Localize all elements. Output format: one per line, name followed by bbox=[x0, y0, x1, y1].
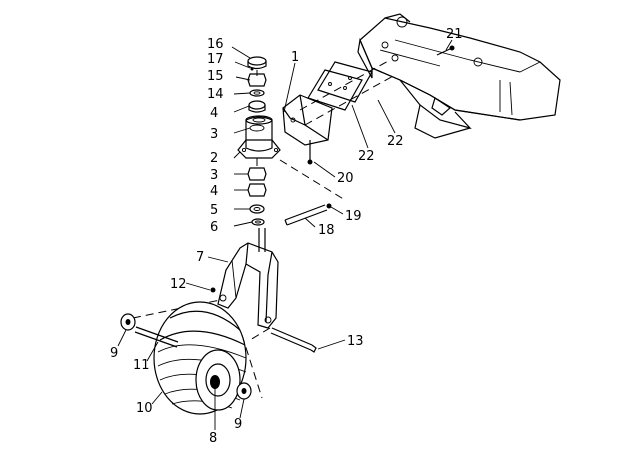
callout-12: 12 bbox=[170, 277, 187, 292]
callout-9-left: 9 bbox=[110, 346, 118, 361]
spacer-9-right bbox=[236, 382, 252, 400]
callout-11: 11 bbox=[133, 358, 150, 373]
caster-spindle-stack bbox=[234, 56, 281, 252]
spacer-9-left bbox=[120, 313, 136, 331]
spacer-plates bbox=[299, 59, 396, 126]
callout-21: 21 bbox=[446, 27, 463, 42]
mower-frame bbox=[357, 13, 561, 139]
callout-22-right: 22 bbox=[387, 134, 404, 149]
callout-9-right: 9 bbox=[234, 417, 242, 432]
callout-19: 19 bbox=[345, 209, 362, 224]
callout-3-upper: 3 bbox=[210, 127, 218, 142]
callout-13: 13 bbox=[347, 334, 364, 349]
callout-20: 20 bbox=[337, 171, 354, 186]
callout-4-lower: 4 bbox=[210, 184, 218, 199]
alignment-line bbox=[279, 159, 346, 201]
mount-bracket bbox=[282, 94, 333, 146]
caster-fork bbox=[217, 242, 279, 329]
callout-15: 15 bbox=[207, 69, 224, 84]
bolt-18 bbox=[284, 203, 332, 226]
leader-lines bbox=[117, 39, 453, 430]
callout-8: 8 bbox=[209, 431, 217, 446]
callout-4-upper: 4 bbox=[210, 106, 218, 121]
callout-22-left: 22 bbox=[358, 149, 375, 164]
callout-16: 16 bbox=[207, 37, 224, 52]
axle-11 bbox=[134, 326, 179, 348]
callout-labels: 16 17 15 14 4 3 2 3 4 5 6 1 21 22 22 20 … bbox=[110, 27, 463, 446]
bolt-12 bbox=[210, 287, 216, 293]
bolt-21 bbox=[436, 45, 455, 56]
callout-1: 1 bbox=[291, 50, 299, 65]
bolt-20 bbox=[307, 140, 313, 165]
callout-2: 2 bbox=[210, 151, 218, 166]
callout-10: 10 bbox=[136, 401, 153, 416]
wheel-tire bbox=[153, 301, 247, 415]
axle-bolt bbox=[270, 327, 317, 353]
callout-5: 5 bbox=[210, 203, 218, 218]
callout-7: 7 bbox=[196, 250, 204, 265]
callout-14: 14 bbox=[207, 87, 224, 102]
callout-3-lower: 3 bbox=[210, 168, 218, 183]
callout-17: 17 bbox=[207, 52, 224, 67]
callout-6: 6 bbox=[210, 220, 218, 235]
callout-18: 18 bbox=[318, 223, 335, 238]
